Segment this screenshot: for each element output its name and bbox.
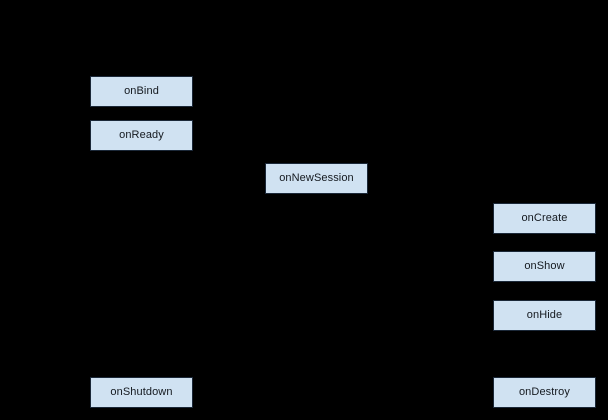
- node-on-hide[interactable]: onHide: [493, 300, 596, 331]
- node-on-shutdown[interactable]: onShutdown: [90, 377, 193, 408]
- node-on-create[interactable]: onCreate: [493, 203, 596, 234]
- node-on-ready[interactable]: onReady: [90, 120, 193, 151]
- node-on-show[interactable]: onShow: [493, 251, 596, 282]
- node-on-bind[interactable]: onBind: [90, 76, 193, 107]
- node-on-new-session[interactable]: onNewSession: [265, 163, 368, 194]
- node-on-destroy[interactable]: onDestroy: [493, 377, 596, 408]
